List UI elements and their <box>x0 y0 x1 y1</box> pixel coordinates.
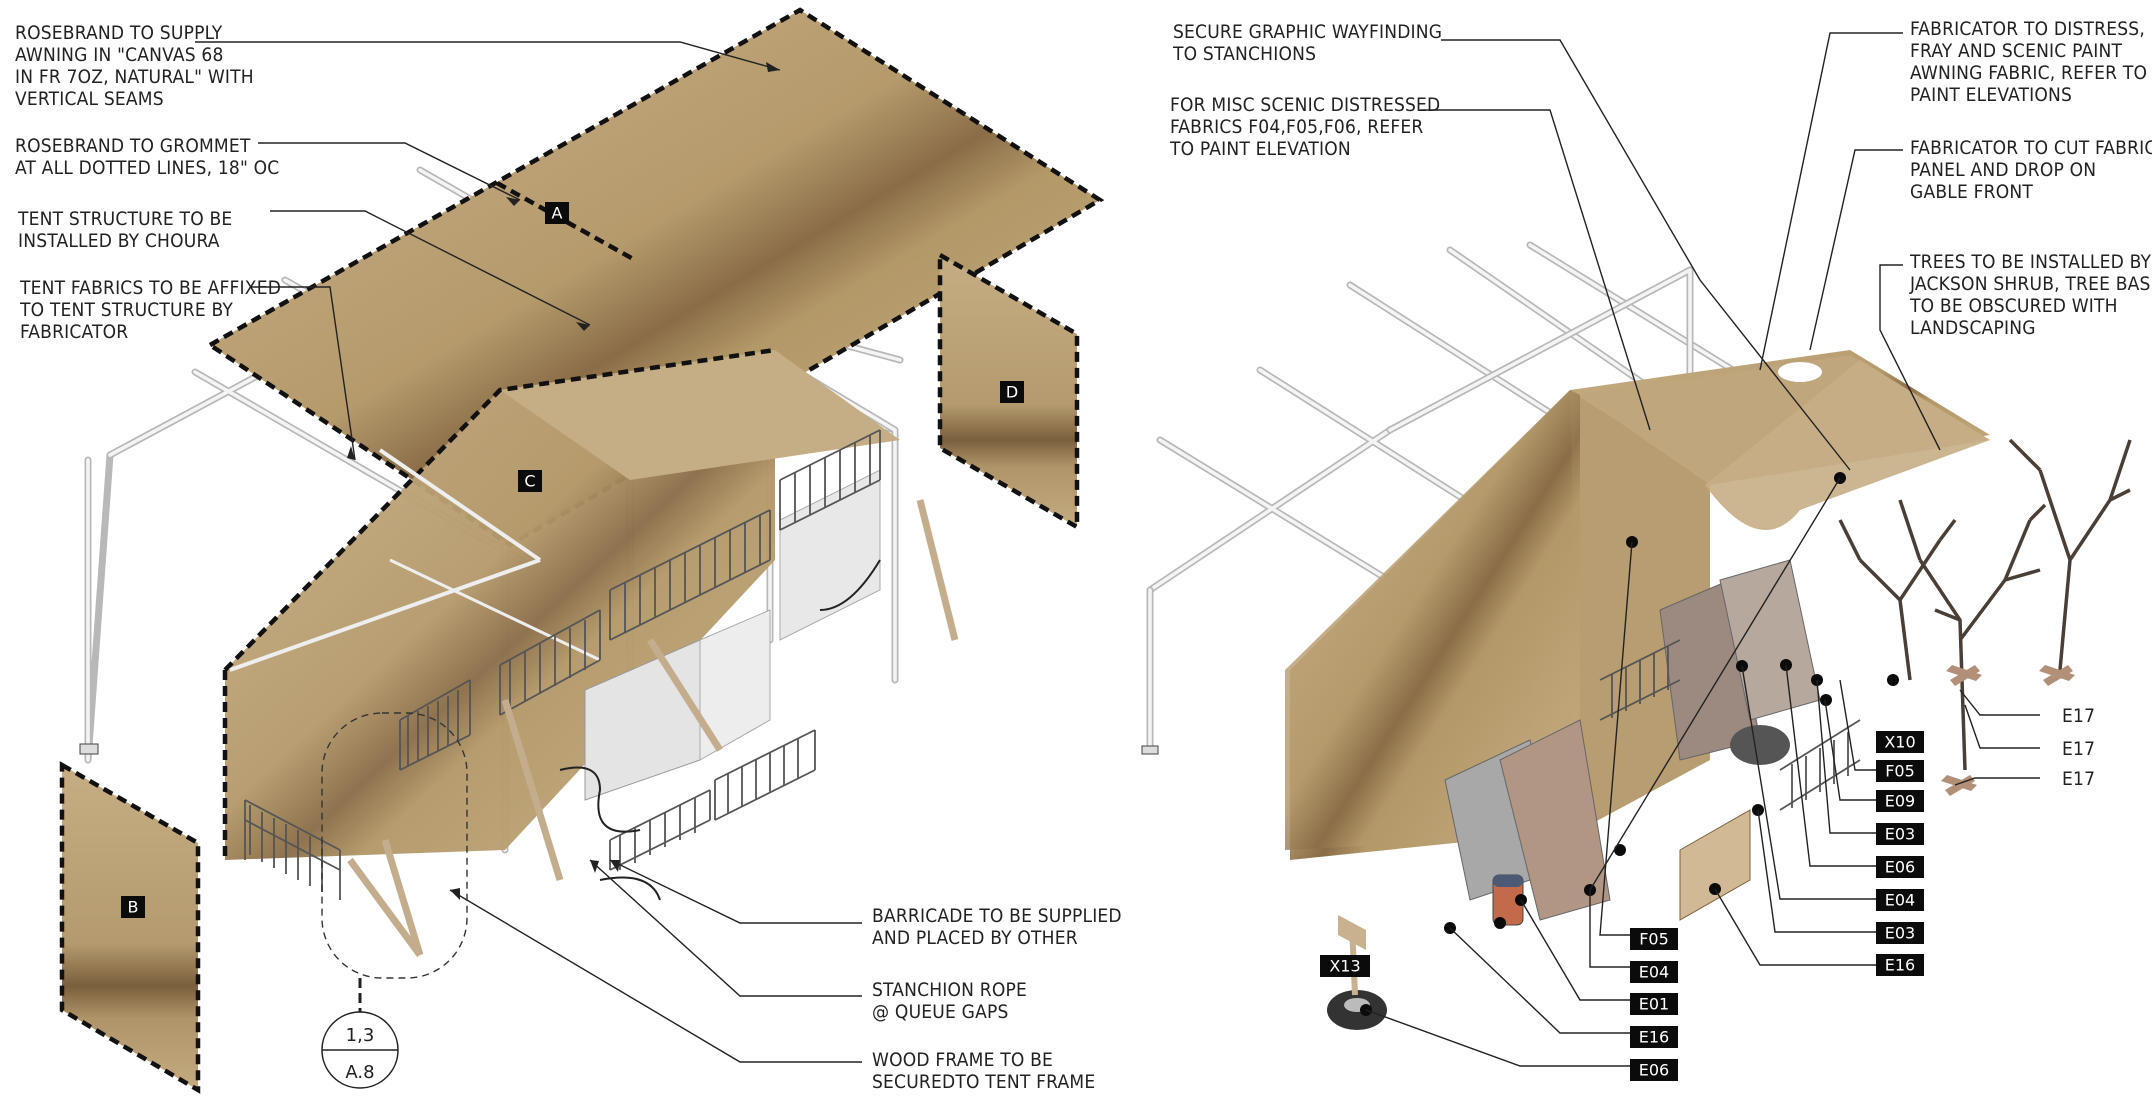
note-line: TO STANCHIONS <box>1172 43 1316 65</box>
note-line: VERTICAL SEAMS <box>15 88 164 110</box>
panel-label-c: C <box>524 472 535 491</box>
panel-label-b: B <box>128 898 139 917</box>
note-line: IN FR 7OZ, NATURAL" WITH <box>15 66 254 88</box>
note-line: STANCHION ROPE <box>872 979 1027 1001</box>
tag-e03-stack: E03 <box>1885 825 1915 844</box>
note-line: FOR MISC SCENIC DISTRESSED <box>1170 94 1440 116</box>
note-line: TO BE OBSCURED WITH <box>1909 295 2118 317</box>
tag-e01: E01 <box>1639 995 1669 1014</box>
note-line: PAINT ELEVATIONS <box>1910 84 2072 106</box>
tire-tag: X13 <box>1320 955 1370 977</box>
bottom-tags: F05 E04 E01 E16 E06 <box>1630 928 1678 1081</box>
left-exploded-view: A C <box>15 7 1122 1094</box>
note-line: AT ALL DOTTED LINES, 18" OC <box>15 157 279 179</box>
panel-label-a: A <box>552 204 563 223</box>
note-line: GABLE FRONT <box>1910 181 2033 203</box>
tag-e06-bottom: E06 <box>1639 1061 1669 1080</box>
tag-f05-stack: F05 <box>1885 762 1915 781</box>
note-awning-paint: FABRICATOR TO DISTRESS,FRAY AND SCENIC P… <box>1910 18 2147 106</box>
note-line: @ QUEUE GAPS <box>872 1001 1009 1023</box>
note-line: INSTALLED BY CHOURA <box>18 230 220 252</box>
note-line: TO TENT STRUCTURE BY <box>19 299 233 321</box>
tag-e06-stack: E06 <box>1885 858 1915 877</box>
barricades-left <box>244 429 881 900</box>
interior-props-right <box>1444 559 1821 926</box>
barricades-right <box>1599 639 1861 811</box>
tag-x10: X10 <box>1884 733 1915 752</box>
note-stanchion-rope: STANCHION ROPE@ QUEUE GAPS <box>872 979 1027 1023</box>
note-line: TENT STRUCTURE TO BE <box>17 208 232 230</box>
note-line: TO PAINT ELEVATION <box>1169 138 1351 160</box>
awning-panel-a: A <box>205 7 1105 548</box>
tag-e16-stack: E16 <box>1885 956 1915 975</box>
note-line: ROSEBRAND TO GROMMET <box>15 135 251 157</box>
detail-callout-sheet: A.8 <box>345 1062 374 1083</box>
tag-e03-stack-2: E03 <box>1885 924 1915 943</box>
note-line: ROSEBRAND TO SUPPLY <box>15 22 223 44</box>
tire-prop <box>1327 915 1387 1030</box>
note-line: FABRICS F04,F05,F06, REFER <box>1170 116 1423 138</box>
tent-body-c: C <box>222 347 900 860</box>
stack-tags: X10 F05 E09 E03 E06 E04 E03 E16 <box>1876 731 1924 976</box>
note-line: BARRICADE TO BE SUPPLIED <box>872 905 1122 927</box>
note-line: JACKSON SHRUB, TREE BASE <box>1909 273 2152 295</box>
tag-e17-1: E17 <box>2062 705 2095 727</box>
fabric-panel-d: D <box>937 251 1080 531</box>
tag-e17-3: E17 <box>2062 768 2095 790</box>
tag-e09: E09 <box>1885 792 1915 811</box>
tag-x13: X13 <box>1329 957 1360 976</box>
panel-label-d: D <box>1006 383 1018 402</box>
tent-frame-right <box>1141 241 1834 755</box>
tent-body-right <box>1285 350 1990 860</box>
note-line: PANEL AND DROP ON <box>1910 159 2096 181</box>
note-line: SECUREDTO TENT FRAME <box>872 1071 1095 1093</box>
interior-panels-left <box>584 469 881 801</box>
fabric-panel-b: B <box>59 761 201 1094</box>
leaders-left <box>195 41 862 1063</box>
note-line: TREES TO BE INSTALLED BY <box>1909 251 2152 273</box>
note-line: FABRICATOR TO CUT FABRIC <box>1910 137 2152 159</box>
detail-callout-number: 1,3 <box>346 1025 375 1046</box>
note-line: FRAY AND SCENIC PAINT <box>1910 40 2122 62</box>
tag-f05-bottom: F05 <box>1639 930 1669 949</box>
note-line: TENT FABRICS TO BE AFFIXED <box>19 277 281 299</box>
detail-callout: 1,3 A.8 <box>321 712 468 1089</box>
note-line: FABRICATOR <box>20 321 128 343</box>
trees-right <box>1838 438 2132 771</box>
tag-e04-stack: E04 <box>1885 891 1915 910</box>
note-line: AWNING FABRIC, REFER TO <box>1910 62 2147 84</box>
tag-e16-bottom: E16 <box>1639 1028 1669 1047</box>
wood-frames-left <box>347 499 959 958</box>
note-line: WOOD FRAME TO BE <box>872 1049 1053 1071</box>
tree-tags: E17 E17 E17 <box>2062 705 2095 790</box>
note-line: SECURE GRAPHIC WAYFINDING <box>1173 21 1442 43</box>
note-line: AND PLACED BY OTHER <box>872 927 1078 949</box>
note-line: AWNING IN "CANVAS 68 <box>15 44 224 66</box>
tag-e17-2: E17 <box>2062 738 2095 760</box>
tag-e04-bottom: E04 <box>1639 963 1669 982</box>
note-line: LANDSCAPING <box>1910 317 2036 339</box>
leaders-right <box>1420 32 1941 471</box>
note-line: FABRICATOR TO DISTRESS, <box>1910 18 2145 40</box>
stanchion-rope-left <box>559 559 881 901</box>
